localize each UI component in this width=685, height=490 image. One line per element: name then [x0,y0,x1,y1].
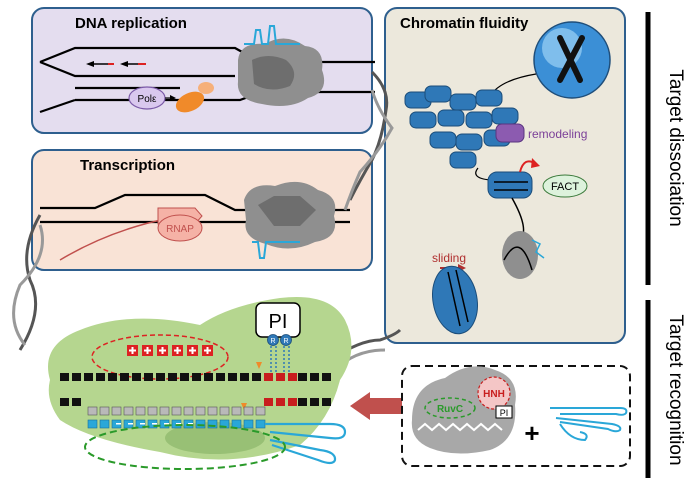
rnap-label: RNAP [166,224,194,235]
chromatin-fluidity-panel: Chromatin fluidity remodeling [384,7,626,344]
arg-label-2: R [283,338,288,345]
apo-pi-label: PI [500,408,509,418]
fact-label: FACT [551,181,579,193]
transcription-title: Transcription [80,157,175,174]
arg-label-1: R [270,338,275,345]
non-target-strand [60,362,331,410]
remodeling-label: remodeling [528,127,587,141]
chromatin-fluidity-title: Chromatin fluidity [400,15,529,32]
target-recognition-label: Target recognition [665,314,685,465]
pol-epsilon-label: Polε [138,94,157,105]
ruvc-label: RuvC [437,404,463,415]
pi-label: PI [269,311,288,333]
dna-replication-panel: DNA replication Polε [31,7,375,134]
cas9-small [502,231,538,279]
recognition-complex: PI R R [48,296,352,470]
binding-arrow [350,392,405,420]
remodeled-nucleosome [495,123,525,143]
transcription-panel: Transcription RNAP [31,149,373,271]
dna-replication-title: DNA replication [75,15,187,32]
helicase-shape [175,91,205,113]
plus-sign: + [524,418,539,448]
target-dissociation-label: Target dissociation [665,69,685,226]
fact-nucleosome [487,171,533,199]
sliding-label: sliding [432,251,466,265]
hnh-label: HNH [483,389,505,400]
apo-cas9-box: RuvC HNH PI + [401,365,631,467]
side-labels: Target dissociation Target recognition [645,12,685,478]
fact-shape [542,174,588,198]
rnap-shape [157,214,203,242]
